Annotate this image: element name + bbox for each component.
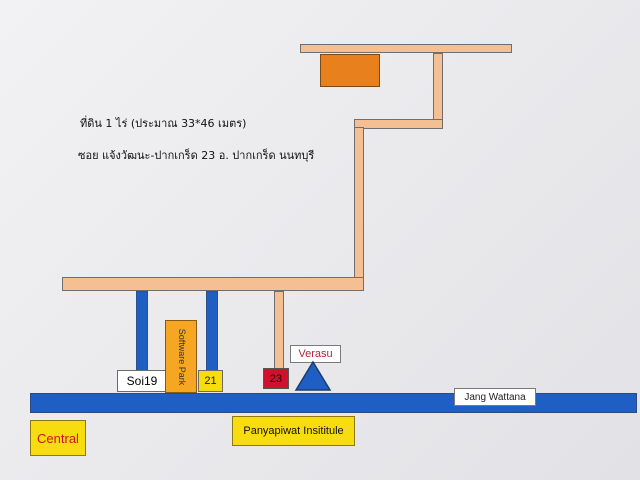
land-size-text: ที่ดิน 1 ไร่ (ประมาณ 33*46 เมตร) xyxy=(80,117,247,130)
soi21-road xyxy=(206,291,218,371)
main-road xyxy=(30,393,637,413)
horizontal-road xyxy=(62,277,364,291)
top-road xyxy=(300,44,512,53)
panyapiwat-label: Panyapiwat Insititule xyxy=(232,416,355,446)
central-label: Central xyxy=(30,420,86,456)
jang-wattana-label: Jang Wattana xyxy=(454,388,536,406)
address-text: ซอย แจ้งวัฒนะ-ปากเกร็ด 23 อ. ปากเกร็ด นน… xyxy=(78,149,315,162)
land-plot xyxy=(320,54,380,87)
software-park-label: Software Park xyxy=(177,328,187,386)
soi23-label: 23 xyxy=(263,368,289,389)
soi19-road xyxy=(136,291,148,371)
location-marker-icon xyxy=(294,360,332,391)
soi23-road xyxy=(274,291,284,371)
connector-road-middle xyxy=(354,119,443,129)
software-park-block: Software Park xyxy=(165,320,197,393)
verasu-label: Verasu xyxy=(290,345,341,363)
connector-road-right xyxy=(433,53,443,126)
soi21-label: 21 xyxy=(198,370,223,392)
soi19-label: Soi19 xyxy=(117,370,167,392)
vertical-road xyxy=(354,127,364,282)
